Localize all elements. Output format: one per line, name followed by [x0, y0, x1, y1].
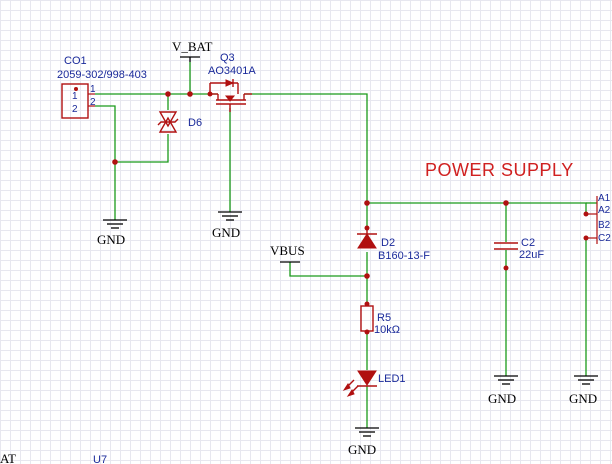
led-led1[interactable]	[342, 370, 377, 397]
svg-text:GND: GND	[97, 232, 125, 247]
led1-ref: LED1	[378, 373, 406, 385]
edge-net-label: AT	[0, 451, 16, 464]
co1-pin2-right: 2	[90, 97, 96, 108]
u7-ref: U7	[93, 454, 107, 464]
pin-c2: C2	[598, 233, 611, 244]
junction-dot	[503, 200, 509, 206]
junctions	[112, 91, 589, 335]
r5-ref: R5	[377, 312, 391, 324]
pin-a2: A2	[598, 205, 611, 216]
wire-supply-rail	[367, 202, 587, 214]
c2-value: 22uF	[519, 249, 544, 261]
junction-dot	[364, 200, 370, 206]
vbus-text: VBUS	[270, 243, 305, 258]
resistor-r5[interactable]	[360, 305, 374, 332]
gnd-symbol-co1: GND	[97, 219, 127, 247]
svg-text:GND: GND	[569, 391, 597, 406]
d6-ref: D6	[188, 117, 202, 129]
connector-right[interactable]: A1 A2 B2 C2	[586, 193, 611, 244]
q3-ref: Q3	[220, 52, 235, 64]
gnd-symbol-led: GND	[348, 427, 379, 457]
svg-text:GND: GND	[212, 225, 240, 240]
gnd-symbol-c2: GND	[488, 375, 518, 406]
r5-value: 10kΩ	[374, 324, 400, 336]
c2-ref: C2	[521, 237, 535, 249]
capacitor-c2[interactable]	[494, 242, 518, 250]
co1-pin1-left: 1	[72, 91, 78, 102]
gnd-symbol-q3: GND	[212, 211, 242, 240]
junction-dot	[112, 159, 118, 165]
wire-d6	[115, 94, 169, 163]
connector-co1[interactable]: 1 2 1 2	[61, 83, 96, 119]
mosfet-q3[interactable]	[209, 79, 252, 112]
junction-dot	[187, 91, 193, 97]
junction-dot	[165, 91, 171, 97]
co1-pin2-left: 2	[72, 104, 78, 115]
q3-value: AO3401A	[208, 65, 256, 77]
svg-text:GND: GND	[348, 442, 376, 457]
diode-d6[interactable]	[157, 111, 179, 133]
diode-d2[interactable]	[357, 228, 377, 249]
net-label-vbat[interactable]: V_BAT	[172, 39, 213, 62]
co1-body	[61, 83, 89, 119]
co1-pin1-marker	[74, 87, 78, 91]
wire-vbus	[289, 262, 367, 277]
gnd-symbol-right: GND	[569, 375, 598, 406]
co1-value: 2059-302/998-403	[57, 69, 147, 81]
co1-pin1-right: 1	[90, 84, 96, 95]
wire-co1-pin2	[95, 105, 116, 220]
d2-value: B160-13-F	[378, 250, 430, 262]
junction-dot	[364, 329, 370, 335]
pin-b2: B2	[598, 220, 611, 231]
junction-dot	[364, 273, 370, 279]
svg-text:GND: GND	[488, 391, 516, 406]
co1-ref: CO1	[64, 55, 87, 67]
junction-dot	[364, 301, 370, 307]
wire-q3-out	[244, 93, 368, 228]
net-label-vbus[interactable]: VBUS	[270, 243, 305, 263]
junction-dot	[503, 265, 509, 271]
vbat-text: V_BAT	[172, 39, 213, 54]
page-title: POWER SUPPLY	[425, 160, 574, 180]
pin-a1: A1	[598, 193, 611, 204]
d2-ref: D2	[381, 237, 395, 249]
